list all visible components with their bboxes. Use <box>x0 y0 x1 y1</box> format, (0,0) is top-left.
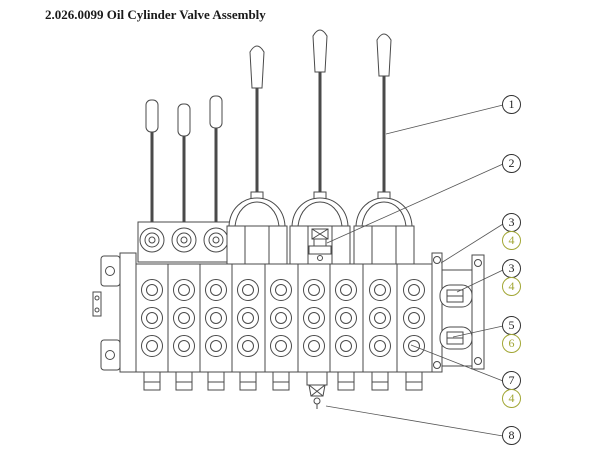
callout-5: 5 <box>502 316 521 335</box>
large-levers <box>249 29 392 201</box>
bottom-center-fitting <box>306 371 328 409</box>
callout-3a: 3 <box>502 213 521 232</box>
callout-4b: 4 <box>502 277 521 296</box>
bottom-feet <box>143 371 423 391</box>
callout-4a: 4 <box>502 231 521 250</box>
page-title: 2.026.0099 Oil Cylinder Valve Assembly <box>45 7 266 22</box>
left-bracket <box>92 252 137 373</box>
top-center-fitting <box>308 228 332 261</box>
valve-ports <box>141 279 425 357</box>
callout-7: 7 <box>502 371 521 390</box>
right-end-section <box>431 252 485 373</box>
callout-1: 1 <box>502 95 521 114</box>
callout-6: 6 <box>502 334 521 353</box>
small-levers <box>145 95 223 228</box>
lever-bell-covers <box>226 197 415 265</box>
callout-8: 8 <box>502 426 521 445</box>
callout-2: 2 <box>502 154 521 173</box>
mount-plate <box>137 221 233 263</box>
leader-lines <box>325 104 504 437</box>
callout-3b: 3 <box>502 259 521 278</box>
callout-4c: 4 <box>502 389 521 408</box>
